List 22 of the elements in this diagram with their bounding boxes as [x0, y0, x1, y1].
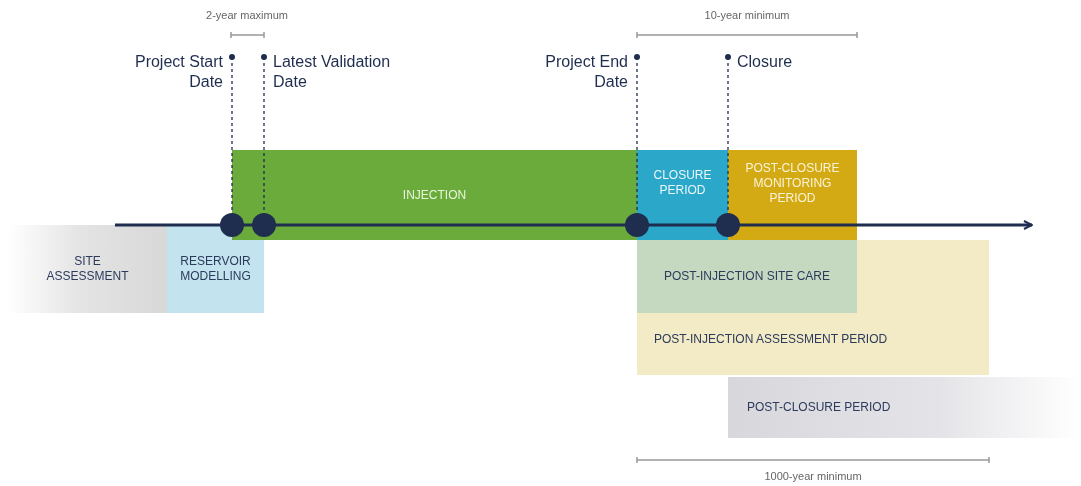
dimension-label: 1000-year minimum: [764, 470, 862, 482]
phase-band: [167, 225, 264, 313]
phase-band: [637, 240, 989, 375]
phase-label: CLOSURE PERIOD: [652, 168, 713, 198]
phase-label: POST-CLOSURE MONITORING PERIOD: [744, 160, 841, 206]
phase-label: SITE ASSESSMENT: [45, 254, 130, 284]
phase-band: [637, 240, 857, 313]
milestone-label: Project Start Date: [133, 52, 223, 92]
phase-label: POST-INJECTION SITE CARE: [664, 269, 830, 284]
phase-band: [637, 150, 728, 240]
milestone-label: Latest Validation Date: [273, 52, 392, 92]
phase-band: [232, 150, 637, 240]
phase-label: RESERVOIR MODELLING: [179, 254, 252, 284]
phase-label: POST-CLOSURE PERIOD: [747, 400, 891, 415]
dimension-label: 2-year maximum: [206, 9, 288, 21]
phase-band: [728, 150, 857, 240]
dimension-label: 10-year minimum: [704, 9, 790, 21]
phase-label: POST-INJECTION ASSESSMENT PERIOD: [654, 332, 888, 347]
phase-label: INJECTION: [402, 187, 467, 203]
milestone-label: Project End Date: [544, 52, 628, 92]
milestone-label: Closure: [737, 52, 793, 72]
milestone-dot: [220, 213, 244, 237]
